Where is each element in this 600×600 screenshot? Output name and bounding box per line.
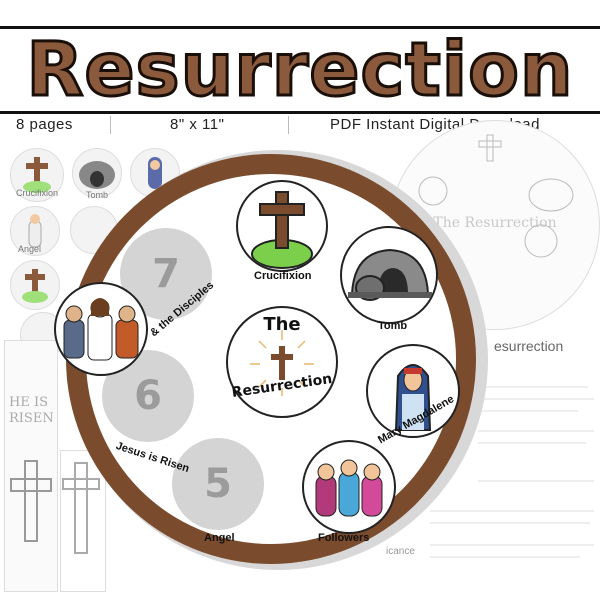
- ghost-tomb-card: [72, 148, 122, 198]
- ghost-heading: esurrection: [494, 338, 564, 354]
- meta-divider: [110, 116, 111, 134]
- ghost-text-line: [478, 442, 586, 444]
- ghost-text-line: [478, 430, 594, 432]
- ghost-angel-card: [10, 206, 60, 256]
- ghost-label: Crucifixion: [16, 188, 59, 198]
- page-count: 8 pages: [16, 116, 73, 133]
- meta-divider: [288, 116, 289, 134]
- ghost-text-line: [430, 544, 594, 546]
- jesus-disciples-picture: [54, 282, 148, 376]
- ghost-bookmark-2: [60, 450, 106, 592]
- ghost-wheel-drawings: [418, 134, 574, 284]
- ghost-bookmark-text: HE IS RISEN: [9, 395, 54, 426]
- ghost-text-line: [478, 480, 594, 482]
- followers-picture: [302, 440, 396, 534]
- ghost-footer-text: icance: [386, 546, 415, 557]
- ghost-text-line: [430, 510, 594, 512]
- mary-icon: [148, 157, 162, 189]
- tomb-icon: [79, 161, 115, 189]
- title-banner: Resurrection: [0, 0, 600, 118]
- tomb-picture: [340, 226, 438, 324]
- mary-magdalene-picture: [366, 344, 460, 438]
- cross-outline-icon: [62, 462, 100, 554]
- tomb-label: Tomb: [378, 320, 408, 332]
- ghost-cross-card: [10, 260, 60, 310]
- sunburst-cross-icon: [250, 330, 314, 396]
- ghost-label: Tomb: [86, 190, 109, 200]
- ghost-text-line: [478, 410, 578, 412]
- tomb-icon: [348, 248, 432, 301]
- background-preview-pages: Crucifixion Tomb Angel HE IS RISEN: [0, 120, 600, 600]
- title-rule-top: [0, 26, 600, 29]
- ghost-label: Angel: [18, 244, 42, 254]
- ghost-wheel-title: The Resurrection: [433, 215, 557, 231]
- ghost-bookmark: HE IS RISEN: [4, 340, 58, 592]
- followers-icon: [315, 459, 383, 517]
- page-title: Resurrection: [25, 27, 574, 114]
- page-size: 8" x 11": [170, 116, 225, 133]
- angel-label: Angel: [204, 532, 235, 544]
- ghost-crucifixion-card: [10, 148, 64, 202]
- center-title-the: The: [263, 314, 301, 335]
- crucifixion-picture: [236, 180, 328, 272]
- ghost-text-line: [478, 398, 594, 400]
- slot-5-placeholder: 5: [172, 438, 264, 530]
- ghost-text-line: [430, 522, 590, 524]
- cross-outline-icon: [10, 460, 52, 542]
- ghost-text-line: [430, 556, 580, 558]
- jesus-disciples-icon: [63, 298, 139, 361]
- ghost-text-line: [478, 386, 588, 388]
- wheel-center: The Resurrection: [226, 306, 338, 418]
- cross-on-hill-icon: [251, 191, 313, 269]
- angel-icon: [28, 214, 42, 248]
- title-rule-bottom: [0, 111, 600, 114]
- cross-icon: [22, 269, 48, 303]
- mary-magdalene-icon: [394, 364, 432, 431]
- crucifixion-label: Crucifixion: [254, 270, 312, 282]
- followers-label: Followers: [318, 532, 370, 544]
- cross-icon: [23, 157, 51, 193]
